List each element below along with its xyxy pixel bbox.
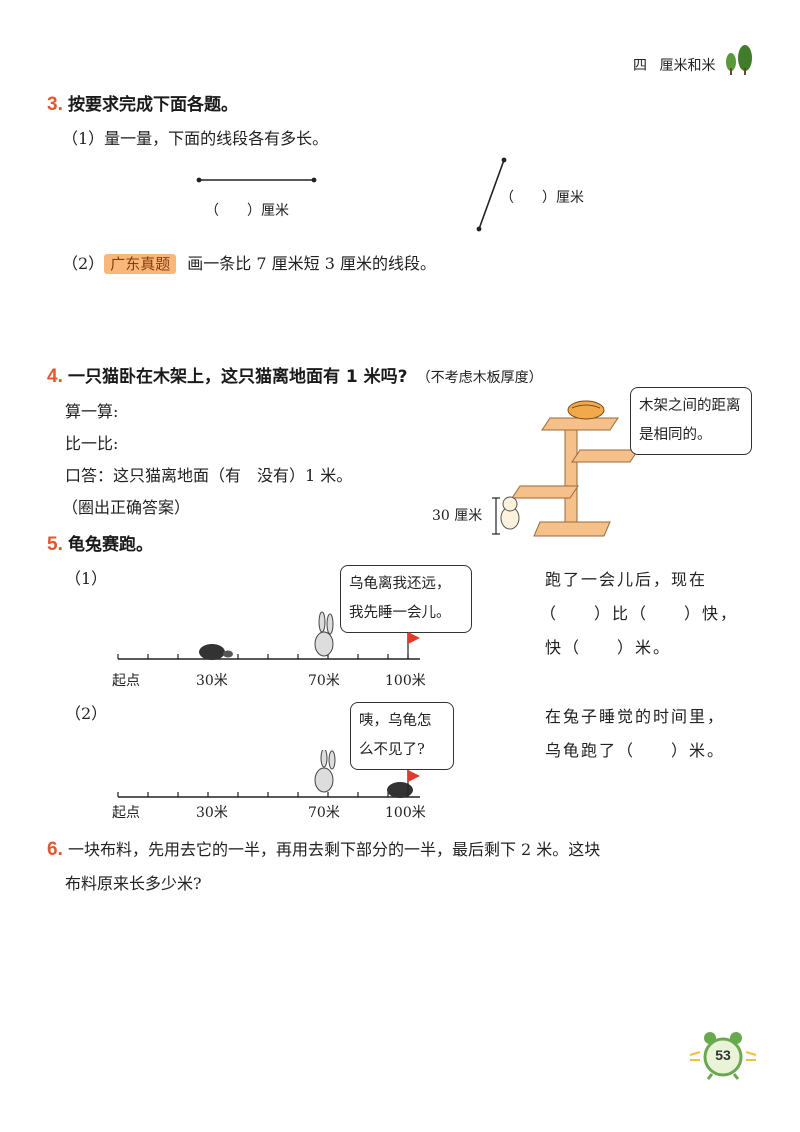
q3-part2: （2）广东真题 画一条比 7 厘米短 3 厘米的线段。 — [62, 250, 436, 274]
question-number: 5. — [47, 534, 63, 555]
tick-30-2: 30米 — [196, 805, 228, 821]
compare-prompt: 比一比: — [65, 434, 119, 453]
line-segment-1 — [196, 177, 317, 183]
question-number: 3. — [47, 94, 63, 115]
speech-bubble: 木架之间的距离是相同的。 — [630, 387, 752, 455]
rabbit-speech-bubble: 乌龟离我还远，我先睡一会儿。 — [340, 565, 472, 633]
height-label: 30 厘米 — [432, 508, 483, 524]
instruction-text: （圈出正确答案） — [62, 498, 191, 517]
question-text-line-1: 一块布料，先用去它的一半，再用去剩下部分的一半，最后剩下 2 米。这块 — [67, 840, 601, 859]
part-1-question-line-2[interactable]: （ ）比（ ）快， — [540, 604, 739, 623]
tick-start-2: 起点 — [112, 805, 140, 821]
race-track-2 — [117, 750, 420, 798]
question-title: 龟兔赛跑。 — [67, 535, 153, 555]
track-ticks — [117, 792, 389, 797]
source-tag: 广东真题 — [104, 254, 177, 274]
part-2-question-line-1: 在兔子睡觉的时间里， — [545, 707, 726, 726]
clock-icon — [689, 1032, 757, 1080]
rabbit-speech-bubble-2: 咦，乌龟怎么不见了? — [350, 702, 454, 770]
tick-70-1: 70米 — [308, 673, 340, 689]
part-label: （2） — [62, 254, 105, 273]
race-track-1 — [117, 611, 420, 660]
q3-part2-text: 画一条比 7 厘米短 3 厘米的线段。 — [187, 254, 437, 273]
q3-part1-text: （1）量一量，下面的线段各有多长。 — [62, 129, 329, 148]
page-number: 53 — [715, 1047, 731, 1063]
question-title: 一只猫卧在木架上，这只猫离地面有 1 米吗? — [67, 367, 408, 387]
chapter-number: 四 — [633, 58, 647, 74]
tree-icon — [726, 45, 752, 75]
part-1-label: （1） — [65, 569, 108, 588]
question-4-heading: 4. 一只猫卧在木架上，这只猫离地面有 1 米吗? （不考虑木板厚度） — [47, 362, 543, 388]
question-text-line-2: 布料原来长多少米? — [65, 874, 202, 893]
line-segment-2 — [476, 157, 507, 232]
part-2-question-line-2[interactable]: 乌龟跑了（ ）米。 — [545, 741, 726, 760]
tick-100-1: 100米 — [385, 673, 426, 689]
chapter-title: 厘米和米 — [659, 58, 716, 74]
part-1-question-line-1: 跑了一会儿后，现在 — [545, 570, 708, 589]
answer-blank-1[interactable]: （ ）厘米 — [205, 203, 289, 219]
answer-blank-2[interactable]: （ ）厘米 — [500, 190, 584, 206]
question-3-heading: 3. 按要求完成下面各题。 — [47, 90, 238, 116]
tick-start-1: 起点 — [112, 673, 140, 689]
question-title: 按要求完成下面各题。 — [67, 95, 238, 115]
question-6: 6. 一块布料，先用去它的一半，再用去剩下部分的一半，最后剩下 2 米。这块 — [47, 836, 600, 861]
part-1-question-line-3[interactable]: 快（ ）米。 — [545, 638, 672, 657]
question-number: 4. — [47, 366, 63, 387]
calc-prompt: 算一算: — [65, 402, 119, 421]
oral-answer[interactable]: 口答：这只猫离地面（有 没有）1 米。 — [65, 466, 353, 485]
question-number: 6. — [47, 839, 63, 860]
tick-100-2: 100米 — [385, 805, 426, 821]
tick-30-1: 30米 — [196, 673, 228, 689]
chapter-label: 四 厘米和米 — [633, 55, 715, 75]
cat-shelf-illustration — [492, 400, 639, 537]
question-note: （不考虑木板厚度） — [416, 370, 543, 386]
part-2-label: （2） — [65, 704, 108, 723]
tick-70-2: 70米 — [308, 805, 340, 821]
question-5-heading: 5. 龟兔赛跑。 — [47, 530, 153, 556]
